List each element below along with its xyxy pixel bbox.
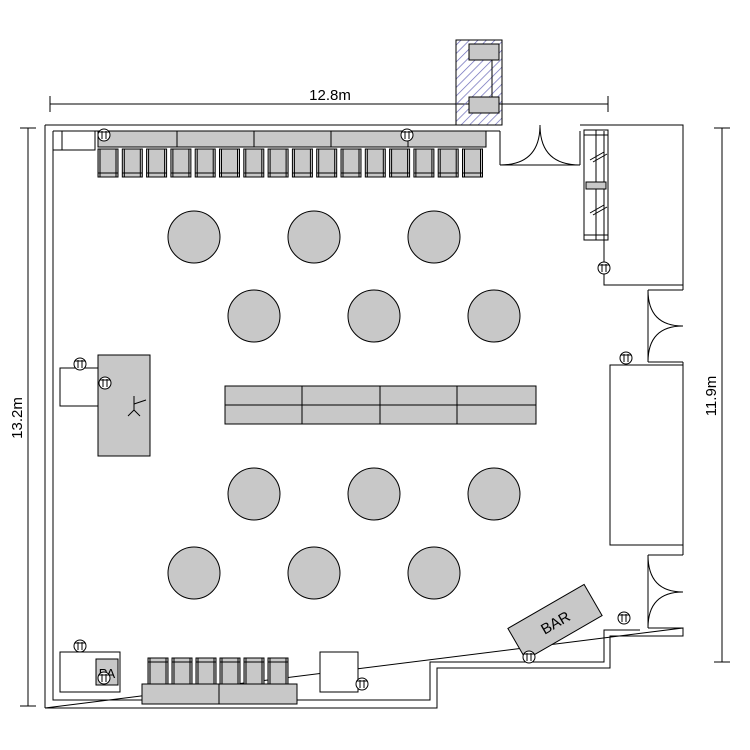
chair: [146, 148, 168, 178]
round-table: [227, 467, 281, 521]
electric-outlet-icon: [355, 677, 369, 691]
door-top-double: [499, 124, 581, 166]
chair: [389, 148, 411, 178]
chair: [243, 657, 265, 685]
electric-outlet-icon: [97, 128, 111, 142]
top-table-row: [97, 130, 487, 148]
electric-outlet-icon: [522, 650, 536, 664]
side-table: [319, 651, 359, 693]
chair: [316, 148, 338, 178]
chair: [121, 148, 143, 178]
electric-outlet-icon: [617, 611, 631, 625]
electric-outlet-icon: [619, 351, 633, 365]
bottom-chair-row: [147, 657, 289, 685]
round-table: [287, 546, 341, 600]
depth-left-label: 13.2m: [9, 397, 26, 439]
dimension-width: 12.8m: [49, 87, 609, 112]
electric-outlet-icon: [597, 261, 611, 275]
round-table: [347, 289, 401, 343]
electric-outlet-icon: [73, 357, 87, 371]
dimension-depth-right: 11.9m: [703, 127, 730, 663]
chair: [437, 148, 459, 178]
bottom-table-row: [141, 683, 298, 705]
round-table: [467, 289, 521, 343]
round-table: [287, 210, 341, 264]
podium-area: [59, 354, 151, 457]
chair: [194, 148, 216, 178]
round-table: [467, 467, 521, 521]
chair: [147, 657, 169, 685]
round-table: [347, 467, 401, 521]
structural-column: [455, 39, 503, 126]
round-table: [407, 210, 461, 264]
center-banquet-table: [224, 385, 537, 425]
electric-outlet-icon: [97, 671, 111, 685]
depth-right-label: 11.9m: [703, 376, 720, 417]
chair: [243, 148, 265, 178]
width-label: 12.8m: [309, 87, 351, 104]
round-table: [167, 546, 221, 600]
top-chair-row: [97, 148, 483, 178]
chair: [340, 148, 362, 178]
electric-outlet-icon: [73, 639, 87, 653]
round-table: [407, 546, 461, 600]
chair: [171, 657, 193, 685]
door-right-upper: [647, 289, 684, 363]
chair: [267, 148, 289, 178]
electric-outlet-icon: [400, 128, 414, 142]
door-right-lower: [647, 554, 684, 629]
electric-outlet-icon: [98, 376, 112, 390]
right-counter: [609, 364, 684, 546]
microphone-stand-icon: [127, 396, 147, 417]
round-table: [167, 210, 221, 264]
chair: [170, 148, 192, 178]
round-table-group: [167, 210, 521, 600]
chair: [462, 148, 483, 178]
chair: [267, 657, 289, 685]
bar-counter: BAR: [507, 583, 603, 661]
chair: [195, 657, 217, 685]
pa-equipment: PA: [59, 651, 121, 693]
chair: [97, 148, 119, 178]
dimension-depth-left: 13.2m: [9, 127, 36, 707]
outlet-group: [73, 128, 633, 691]
chair: [291, 148, 313, 178]
round-table: [227, 289, 281, 343]
chair: [219, 657, 241, 685]
chair: [364, 148, 386, 178]
chair: [413, 148, 435, 178]
chair: [219, 148, 240, 178]
wall-shelf: [583, 129, 609, 241]
